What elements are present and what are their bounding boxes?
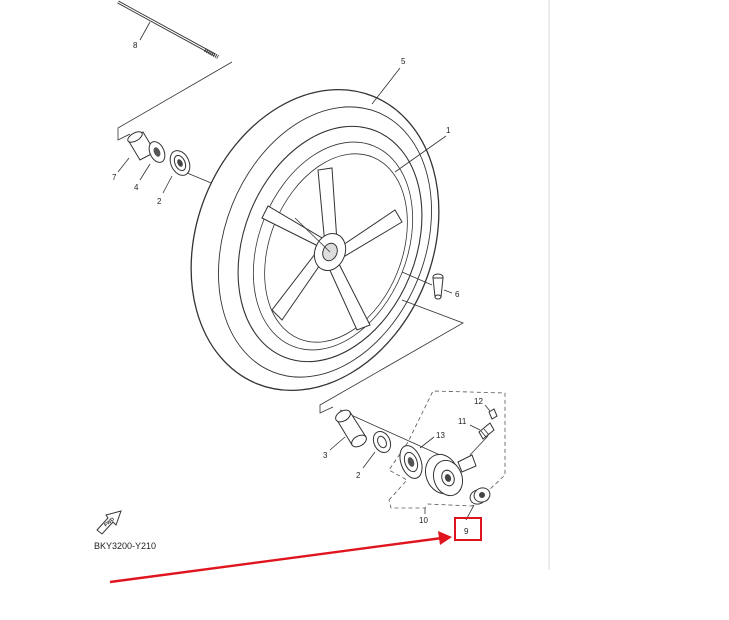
callout-10: 10 <box>419 516 428 525</box>
callout-9: 9 <box>464 527 469 536</box>
callout-6: 6 <box>455 290 460 299</box>
axle-through <box>294 217 331 253</box>
leader-12 <box>484 404 491 412</box>
leader-2-top <box>162 175 173 194</box>
collar-right <box>335 409 367 448</box>
screw <box>488 408 498 420</box>
oil-seal-right <box>399 445 423 479</box>
callout-13: 13 <box>436 431 445 440</box>
leader-7 <box>117 157 130 173</box>
leader-13 <box>419 436 435 449</box>
wheel-spokes <box>261 167 403 331</box>
callout-2-top: 2 <box>157 197 162 206</box>
leader-11 <box>469 424 481 431</box>
collar-9 <box>469 487 491 505</box>
callout-8: 8 <box>133 41 138 50</box>
bearing-left <box>169 150 191 176</box>
gear-kit-box <box>388 390 506 509</box>
pinion-link <box>469 435 489 456</box>
spacer-left <box>127 131 156 161</box>
leader-8 <box>139 21 151 41</box>
bearing-right <box>372 430 392 454</box>
callout-5: 5 <box>401 57 406 66</box>
highlight-box <box>454 517 482 541</box>
axle <box>117 0 219 59</box>
leader-1 <box>394 135 447 173</box>
leader-6 <box>443 289 453 294</box>
leader-3 <box>329 436 346 451</box>
valve <box>401 271 444 300</box>
highlight-arrow <box>109 531 452 584</box>
callout-2-bottom: 2 <box>356 471 361 480</box>
diagram-code: BKY3200-Y210 <box>94 541 156 551</box>
callout-11: 11 <box>458 417 467 426</box>
callout-4: 4 <box>134 183 139 192</box>
callout-1: 1 <box>446 126 451 135</box>
drive-pinion <box>478 422 495 440</box>
leader-5 <box>371 67 401 105</box>
leader-4 <box>139 163 151 181</box>
callout-3: 3 <box>323 451 328 460</box>
callout-12: 12 <box>474 397 483 406</box>
lower-axis <box>339 409 441 456</box>
callout-7: 7 <box>112 173 117 182</box>
oil-seal-left <box>148 141 166 163</box>
fwd-arrow-icon: FWD <box>96 510 122 535</box>
lower-centerline <box>319 299 464 414</box>
meter-gear-unit <box>424 453 477 497</box>
leader-2-bottom <box>362 451 376 469</box>
